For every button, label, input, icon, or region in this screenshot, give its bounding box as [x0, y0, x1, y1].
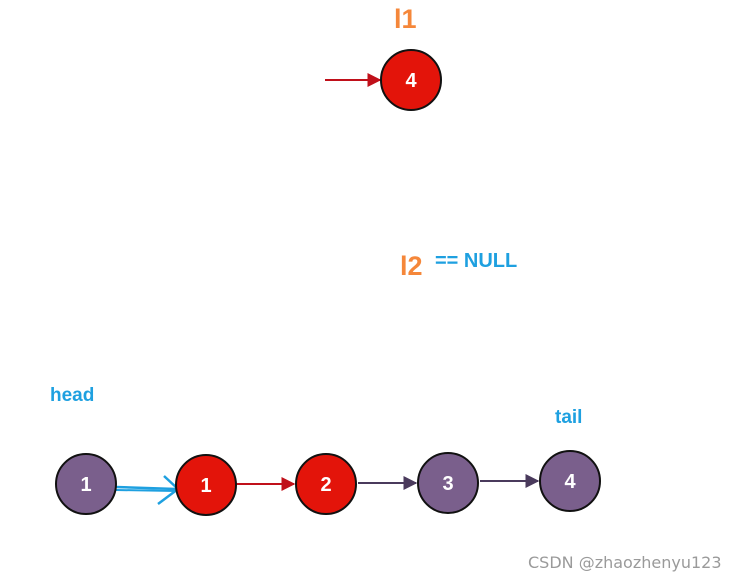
list-node-value: 1 — [200, 475, 211, 497]
l1-node-value: 4 — [405, 70, 417, 92]
null-label: == NULL — [435, 250, 518, 272]
head-next-arrow — [115, 475, 180, 505]
list-node: 1 — [175, 454, 237, 516]
list-node-value: 1 — [80, 474, 91, 496]
list-node-value: 2 — [320, 474, 331, 496]
l1-pointer-label: l1 — [394, 4, 417, 34]
list-node-value: 4 — [564, 471, 576, 493]
tail-label: tail — [555, 407, 583, 428]
list-node: 4 — [539, 450, 601, 512]
l1-node: 4 — [380, 49, 442, 111]
list-node: 1 — [55, 453, 117, 515]
list-node: 3 — [417, 452, 479, 514]
head-label: head — [50, 385, 95, 406]
l2-pointer-label: l2 — [400, 251, 423, 281]
watermark: CSDN @zhaozhenyu123 — [528, 553, 722, 572]
list-node-value: 3 — [442, 473, 453, 495]
list-node: 2 — [295, 453, 357, 515]
